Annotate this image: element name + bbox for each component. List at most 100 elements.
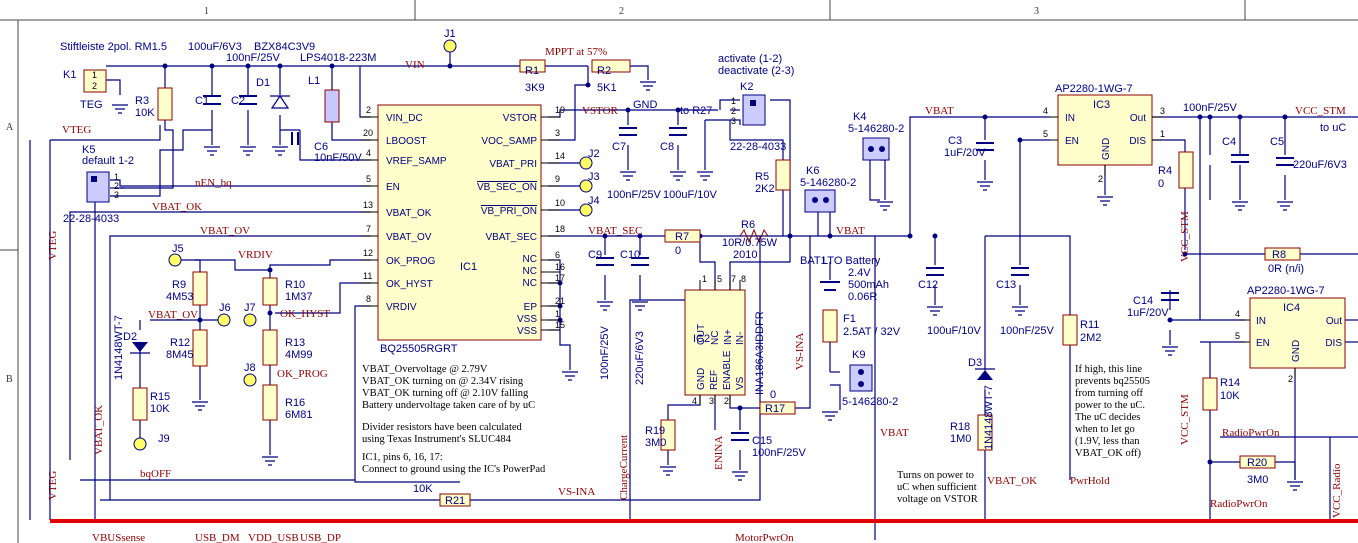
net-vbat-k6: VBAT — [836, 225, 865, 237]
ic1-pin-vbat-sec: VBAT_SEC — [486, 232, 538, 243]
ic2-designator: IC2 — [693, 333, 710, 345]
zone-col-2: 2 — [619, 6, 624, 17]
ic2-pin-enable: ENABLE — [722, 350, 733, 390]
ic3-pin-num-4: 4 — [1043, 106, 1048, 116]
note-line-2: VBAT_OK turning on @ 2.34V rising — [362, 376, 524, 387]
ic1-pin-ok-prog: OK_PROG — [386, 256, 436, 267]
net-vbat-ov-top: VBAT_OV — [200, 225, 250, 237]
j3-designator: J3 — [588, 171, 600, 183]
k2-designator: K2 — [740, 81, 753, 93]
inductor-l1-symbol — [324, 89, 340, 123]
r6-symbol — [739, 228, 769, 244]
r19-value: 3M0 — [645, 437, 666, 449]
net-usb-dm: USB_DM — [195, 532, 240, 543]
ic1-pins — [360, 116, 560, 331]
r3-symbol — [157, 87, 173, 121]
r21-symbol — [439, 493, 471, 507]
ic1-pin-nc-16: NC — [523, 266, 537, 277]
ic4-pin-out: Out — [1326, 316, 1342, 327]
k4-symbol — [862, 137, 890, 161]
net-to-r27: to R27 — [680, 105, 712, 117]
r10-value: 1M37 — [285, 291, 313, 303]
c14-designator: C14 — [1133, 295, 1153, 307]
net-vbat-ok-bottom: VBAT_OK — [93, 405, 105, 455]
ic1-pin-vbat-pri: VBAT_PRI — [489, 159, 537, 170]
turn-on-note: Turns on power to uC when sufficient vol… — [897, 470, 978, 505]
k5-default: default 1-2 — [82, 155, 134, 167]
net-vin: VIN — [405, 59, 425, 71]
k5-part: 22-28-4033 — [63, 213, 119, 225]
net-enina: ENINA — [713, 436, 725, 470]
f1-value: 2.5AT / 32V — [843, 326, 901, 338]
ic1-pin-vb-sec-on: VB_SEC_ON — [477, 182, 537, 193]
ic3-part-number: AP2280-1WG-7 — [1055, 83, 1133, 95]
ic2-pin-gnd: GND — [696, 368, 707, 390]
r7-symbol — [664, 229, 701, 243]
k5-pin-2: 2 — [114, 181, 119, 191]
ic3-pin-en: EN — [1065, 136, 1079, 147]
r18-symbol — [977, 414, 993, 451]
k1-pin-2: 2 — [92, 81, 97, 91]
r17-value: 0 — [770, 389, 776, 401]
ic3-body — [1057, 94, 1153, 166]
r16-symbol — [262, 384, 278, 421]
ic1-pin-num-2: 2 — [366, 105, 371, 115]
turn-on-note-1: Turns on power to — [897, 470, 974, 481]
net-vs-ina-bottom: VS-INA — [558, 486, 595, 498]
r13-designator: R13 — [285, 337, 305, 349]
ic1-pin-vbat-ok: VBAT_OK — [386, 208, 432, 219]
k1-pin-1: 1 — [92, 70, 97, 80]
note-line-3: VBAT_OK turning off @ 2.10V falling — [362, 388, 529, 399]
ic1-pin-vstor: VSTOR — [503, 113, 537, 124]
fuse-f1-symbol — [822, 309, 838, 343]
ic1-pin-lboost: LBOOST — [386, 136, 427, 147]
j8-designator: J8 — [244, 362, 256, 374]
r3-designator: R3 — [135, 95, 149, 107]
ic2-pin-num-1: 1 — [702, 274, 707, 284]
ic2-pin-num-5: 5 — [717, 274, 722, 284]
r2-value: 5K1 — [597, 82, 617, 94]
r14-value: 10K — [1220, 390, 1240, 402]
net-vstor: VSTOR — [582, 105, 619, 117]
ic2-pin-num-4: 4 — [692, 396, 697, 406]
ic2-pin-in-plus: IN+ — [723, 329, 734, 345]
bat1-capacity: 500mAh — [848, 279, 889, 291]
r2-symbol — [591, 59, 631, 73]
r6-designator: R6 — [741, 219, 755, 231]
net-vdd-usb: VDD_USB — [248, 532, 299, 543]
battery-bat1-symbol — [820, 281, 840, 291]
capacitor-symbols — [203, 95, 1294, 441]
diode-d3-symbol — [975, 368, 995, 380]
diode-d1-symbol — [270, 94, 290, 109]
c12-designator: C12 — [918, 279, 938, 291]
k2-note-deactivate: deactivate (2-3) — [718, 65, 794, 77]
bat1-title: LTO Battery — [822, 255, 881, 267]
net-vteg-top: VTEG — [62, 124, 91, 136]
ic3-pin-out: Out — [1130, 113, 1146, 124]
net-vbat-ok-top: VBAT_OK — [152, 201, 202, 213]
ic1-pin-nc-17: NC — [523, 278, 537, 289]
ic2-pin-out: OUT — [696, 324, 707, 345]
net-pwrhold: PwrHold — [1070, 475, 1110, 487]
ic1-pin-num-19: 19 — [555, 105, 565, 115]
ic1-pin-num-21: 21 — [555, 296, 565, 306]
zone-row-b: B — [6, 374, 13, 385]
r6-package: 2010 — [733, 249, 757, 261]
j7-designator: J7 — [244, 302, 256, 314]
high-note-6: when to let go — [1075, 424, 1135, 435]
ic3-pin-num-3: 3 — [1160, 106, 1165, 116]
ic3-pin-in: IN — [1065, 113, 1075, 124]
ic1-pin-vss-1: VSS — [517, 314, 537, 325]
diode-d2-symbol — [130, 342, 150, 354]
note-line-9: IC1, pins 6, 16, 17: — [362, 452, 443, 463]
ic3-pin-num-2: 2 — [1098, 174, 1103, 184]
k2-pin-2: 2 — [731, 106, 736, 116]
ic2-pin-vs: VS — [735, 376, 746, 390]
d3-designator: D3 — [968, 357, 982, 369]
d3-value: 1N4148WT-7 — [983, 385, 995, 450]
r10-designator: R10 — [285, 279, 305, 291]
ic1-pin-num-4: 4 — [366, 148, 371, 158]
d1-value: BZX84C3V9 — [254, 41, 315, 53]
jumper-pads — [133, 39, 593, 451]
ic1-pin-num-6: 6 — [555, 250, 560, 260]
